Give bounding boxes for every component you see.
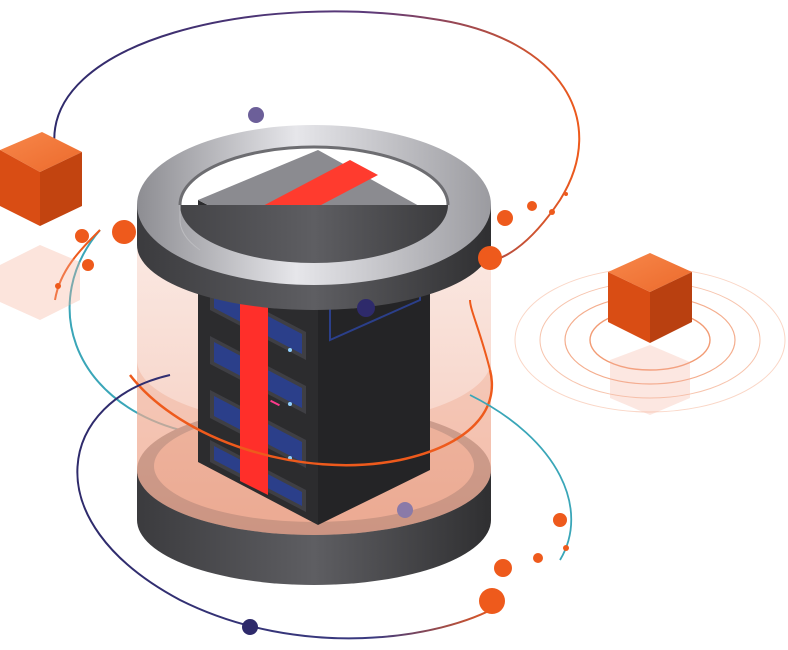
cube-reflection-left: [0, 245, 80, 320]
cube-left: [0, 132, 82, 226]
cube-right: [608, 253, 692, 343]
orbit-ring-top: [53, 10, 581, 262]
ripple-rings: [514, 267, 786, 413]
orbit-ring-front: [129, 299, 494, 467]
cube-reflection-right: [610, 345, 690, 415]
cylinder-top-ring: [137, 125, 491, 310]
orbit-ring-bottom: [76, 374, 573, 640]
orbit-dots: [55, 107, 569, 635]
